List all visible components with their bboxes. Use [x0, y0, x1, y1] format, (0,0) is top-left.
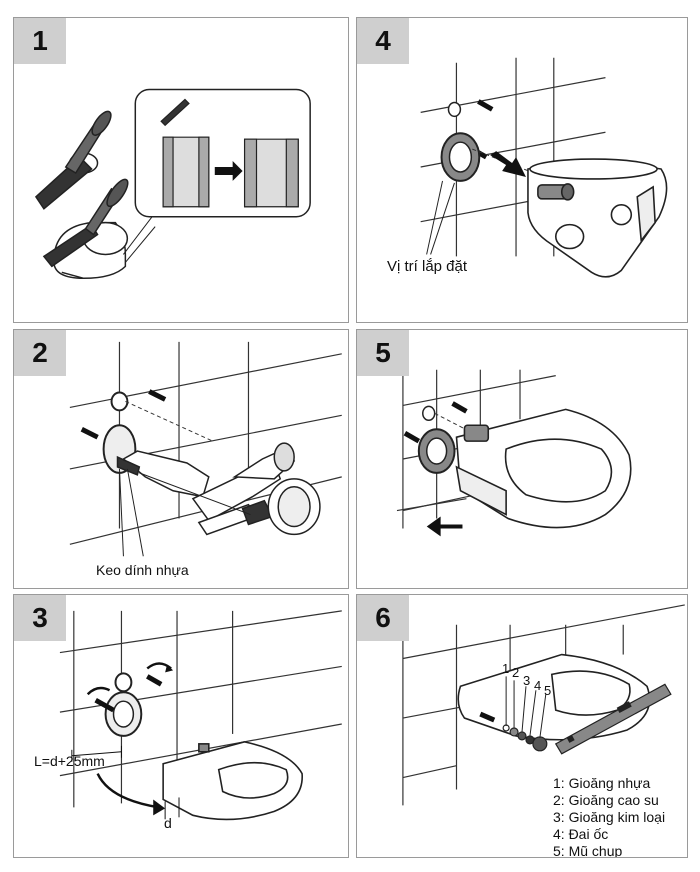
legend-item: 3: Gioăng kim loại	[553, 809, 666, 825]
step-number-badge: 2	[14, 330, 66, 376]
pipe-with-saw-lower	[42, 178, 129, 280]
step-number-badge: 3	[14, 595, 66, 641]
spirit-level	[554, 683, 672, 755]
step-6-panel: 6	[356, 594, 688, 858]
hands-with-glue	[116, 442, 321, 536]
legend-item: 2: Gioăng cao su	[553, 792, 659, 808]
length-formula-label: L=d+25mm	[34, 753, 105, 769]
fixing-kit-parts	[479, 711, 548, 752]
glue-application-illustration	[69, 341, 342, 557]
arrow-right-icon	[214, 161, 243, 181]
callout-leaders	[505, 676, 547, 738]
toilet-bowl-side	[162, 741, 303, 821]
curved-arrow-icon	[96, 773, 160, 809]
step-1-panel: 1	[13, 17, 349, 323]
step-number-badge: 6	[357, 595, 409, 641]
callout-number-5: 5	[544, 683, 552, 698]
toilet-bowl-side	[455, 408, 632, 529]
callout-number-2: 2	[512, 665, 520, 680]
installation-position-label: Vị trí lắp đặt	[387, 258, 468, 275]
pipe-cutting-illustration	[34, 88, 311, 280]
diameter-label: d	[164, 815, 172, 831]
step-number-badge: 5	[357, 330, 409, 376]
step-number-badge: 1	[14, 18, 66, 64]
step-5-panel: 5	[356, 329, 688, 589]
detail-cut-edges	[160, 98, 299, 208]
callout-number-3: 3	[523, 673, 531, 688]
toilet-bowl-side	[457, 653, 651, 741]
flange-install-illustration	[420, 57, 668, 278]
pipe-with-saw-upper	[34, 110, 112, 210]
arrow-left-icon	[490, 151, 526, 177]
step-4-panel: 4 Vị trí lắp đặt	[356, 17, 688, 323]
arrow-left-icon	[426, 516, 463, 537]
parts-legend: 1: Gioăng nhựa 2: Gioăng cao su 3: Gioăn…	[553, 775, 666, 858]
tile-wall-grid	[402, 604, 685, 806]
toilet-bowl-back	[527, 158, 668, 278]
legend-item: 5: Mũ chụp	[553, 843, 623, 858]
fixing-and-leveling-illustration	[402, 604, 685, 806]
callout-number-4: 4	[534, 678, 542, 693]
callout-number-1: 1	[502, 661, 510, 676]
step-2-panel: 2 Keo dính nhựa	[13, 329, 349, 589]
toilet-mounting-illustration	[396, 369, 632, 537]
plastic-glue-label: Keo dính nhựa	[96, 562, 189, 578]
step-3-panel: 3 L=d+25mm d	[13, 594, 349, 858]
legend-item: 4: Đai ốc	[553, 826, 609, 842]
rotate-arrow-icon	[86, 686, 111, 696]
step-number-badge: 4	[357, 18, 409, 64]
legend-item: 1: Gioăng nhựa	[553, 775, 651, 791]
length-measurement-illustration	[59, 610, 342, 821]
